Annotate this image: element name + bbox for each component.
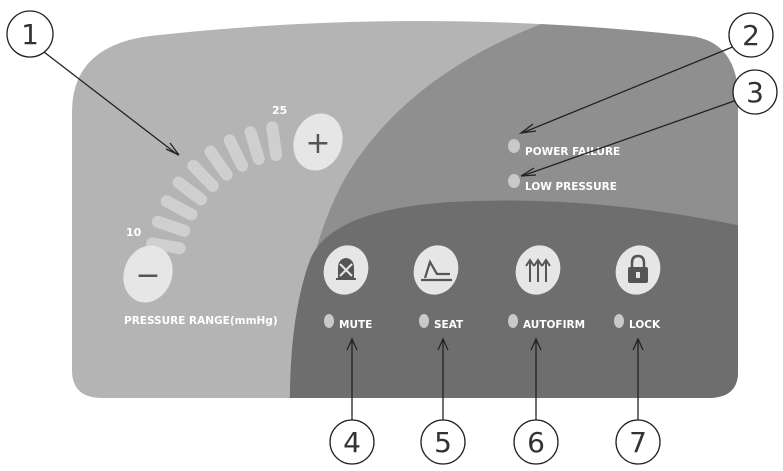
autofirm-label: AUTOFIRM [523,319,585,331]
increase-pressure-button[interactable]: + [286,107,351,178]
pressure-segment [244,126,265,165]
lock-label: LOCK [629,319,661,331]
indicator-label: LOW PRESSURE [525,181,617,193]
callout-1: 1 [6,10,54,58]
panel-body [72,21,739,398]
led-icon [508,174,520,188]
callout-7: 7 [615,419,661,465]
pressure-segment [266,121,283,162]
callout-leader-1 [43,51,179,156]
led-icon [508,314,518,328]
pressure-segment [204,145,233,181]
indicator-power-failure: POWER FAILURE [508,139,620,158]
callout-leader-2 [521,45,736,134]
callout-number: 7 [629,426,647,459]
callout-number: 5 [434,426,452,459]
arrowhead-icon [346,337,358,351]
pressure-range-label: PRESSURE RANGE(mmHg) [124,315,278,327]
pressure-segment [223,134,249,172]
callout-number: 1 [21,18,39,51]
callouts [43,45,738,420]
plus-icon: + [305,126,330,161]
callout-5: 5 [420,419,466,465]
callout-3: 3 [732,69,778,115]
pressure-segment [172,176,207,206]
lock-indicator: LOCK [614,314,661,331]
arrowhead-icon [530,337,542,351]
callout-number: 6 [527,426,545,459]
seat-icon [421,259,452,282]
autofirm-button[interactable] [509,239,567,301]
seat-button[interactable] [407,239,465,301]
autofirm-indicator: AUTOFIRM [508,314,585,331]
mute-indicator: MUTE [324,314,372,331]
pressure-segment [187,159,219,192]
callout-leader-3 [521,99,738,177]
minus-icon: − [135,258,160,293]
callout-number: 2 [742,19,760,52]
arrowhead-icon [165,142,180,156]
led-icon [419,314,429,328]
callout-6: 6 [513,419,559,465]
seat-label: SEAT [434,319,464,331]
callout-2: 2 [728,12,774,58]
arrowhead-icon [520,167,537,177]
callout-4: 4 [329,419,375,465]
mute-label: MUTE [339,319,372,331]
lock-button[interactable] [609,239,667,301]
led-icon [614,314,624,328]
decrease-pressure-button[interactable]: − [116,239,181,310]
pressure-segment [160,195,198,221]
pressure-segment [151,215,191,237]
padlock-icon [628,254,648,283]
arrowhead-icon [518,123,537,134]
led-icon [324,314,334,328]
scale-max-label: 25 [272,104,287,117]
triple-arrow-up-icon [525,258,551,282]
arrowhead-icon [632,337,644,351]
callout-number: 3 [746,76,764,109]
bell-muted-icon [336,257,356,280]
seat-indicator: SEAT [419,314,464,331]
mute-button[interactable] [317,239,375,301]
indicator-low-pressure: LOW PRESSURE [508,174,617,193]
scale-min-label: 10 [126,226,142,239]
indicator-label: POWER FAILURE [525,146,620,158]
panel-dark-region [289,200,739,398]
arrowhead-icon [437,337,449,351]
led-icon [508,139,520,153]
callout-number: 4 [343,426,361,459]
